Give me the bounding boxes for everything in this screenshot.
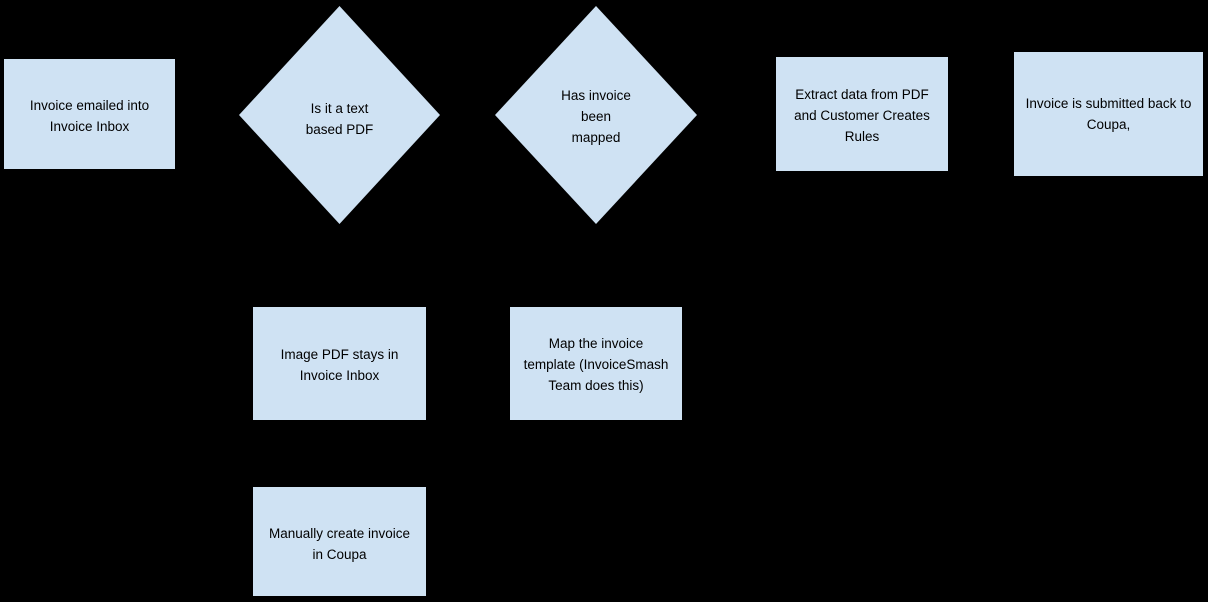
flow-node-has-invoice-been-mapped: Has invoice been mapped [495, 6, 697, 224]
label-line: Coupa, [1086, 117, 1131, 132]
flow-node-label-image-pdf-stays: Image PDF stays in Invoice Inbox [273, 344, 407, 386]
label-line: Invoice is submitted back to [1025, 96, 1192, 111]
label-line: template (InvoiceSmash [523, 357, 669, 372]
flow-node-manually-create-invoice: Manually create invoice in Coupa [252, 486, 427, 597]
label-line: Invoice emailed into [29, 98, 150, 113]
flow-node-label-has-invoice-been-mapped: Has invoice been mapped [553, 85, 639, 148]
flow-node-label-invoice-submitted-back: Invoice is submitted back to Coupa, [1018, 93, 1200, 135]
label-line: Team does this) [548, 378, 644, 393]
label-line: Image PDF stays in [280, 346, 399, 362]
label-line: and Customer Creates [794, 107, 930, 123]
flow-node-extract-data: Extract data from PDF and Customer Create… [775, 56, 949, 172]
flow-node-image-pdf-stays: Image PDF stays in Invoice Inbox [252, 306, 427, 421]
label-line: Is it a text [310, 101, 369, 116]
flow-node-label-is-text-based-pdf: Is it a text based PDF [298, 98, 382, 140]
flow-node-label-manually-create-invoice: Manually create invoice in Coupa [261, 523, 418, 565]
label-line: Map the invoice [548, 336, 644, 351]
label-line: Invoice Inbox [49, 119, 130, 134]
label-line: Invoice Inbox [299, 367, 380, 383]
label-line: based PDF [305, 122, 374, 137]
label-line: in Coupa [312, 546, 367, 562]
flow-node-label-extract-data: Extract data from PDF and Customer Create… [786, 84, 938, 147]
label-line: Manually create invoice [268, 525, 411, 541]
label-line: mapped [571, 129, 621, 145]
label-line: been [580, 108, 612, 124]
label-line: Extract data from PDF [795, 86, 929, 102]
label-line: Rules [844, 128, 880, 144]
label-line: Has invoice [561, 87, 631, 103]
flow-node-is-text-based-pdf: Is it a text based PDF [239, 6, 440, 224]
flow-node-invoice-submitted-back: Invoice is submitted back to Coupa, [1013, 51, 1204, 177]
